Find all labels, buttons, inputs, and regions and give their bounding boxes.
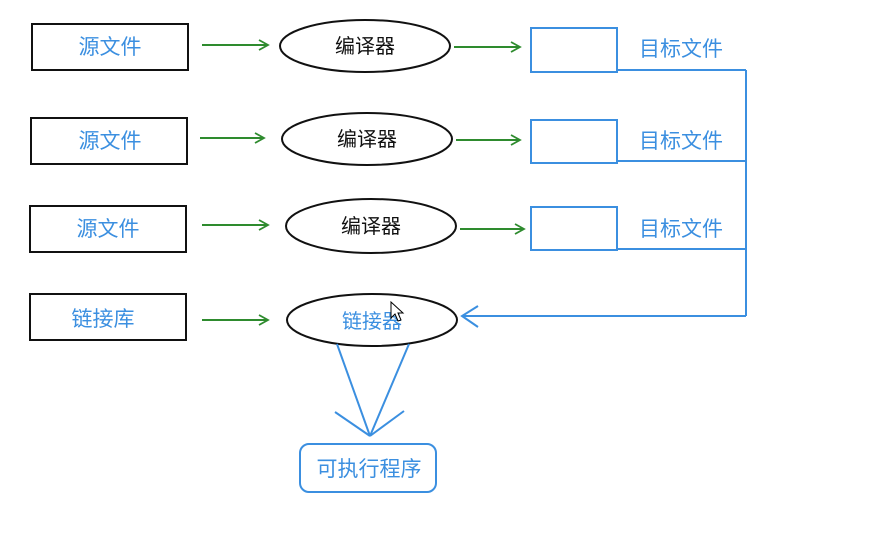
object-file-label-2: 目标文件 bbox=[639, 129, 723, 153]
object-file-label-3: 目标文件 bbox=[639, 217, 723, 241]
source-file-box-1 bbox=[31, 23, 189, 71]
linker-ellipse bbox=[286, 293, 458, 347]
compiler-ellipse-2 bbox=[281, 112, 453, 166]
source-file-label-3: 源文件 bbox=[77, 217, 140, 241]
linker-to-output-arrow bbox=[334, 343, 410, 437]
source-file-label-1: 源文件 bbox=[79, 35, 142, 59]
mouse-cursor-icon bbox=[390, 300, 405, 322]
object-file-box-3 bbox=[530, 206, 618, 251]
collector-arrowhead bbox=[460, 305, 479, 328]
compiler-label-2: 编译器 bbox=[337, 127, 397, 151]
library-row: 链接库 链接器 bbox=[29, 293, 458, 347]
library-box bbox=[29, 293, 187, 341]
compiler-ellipse-1 bbox=[279, 19, 451, 73]
executable-label: 可执行程序 bbox=[317, 457, 422, 481]
compiler-label-1: 编译器 bbox=[335, 34, 395, 58]
object-file-box-2 bbox=[530, 119, 618, 164]
row-1: 源文件 编译器 目标文件 bbox=[31, 19, 746, 73]
source-file-label-2: 源文件 bbox=[79, 129, 142, 153]
executable-box bbox=[299, 443, 437, 493]
row-3: 源文件 编译器 目标文件 bbox=[29, 198, 746, 254]
compiler-ellipse-3 bbox=[285, 198, 457, 254]
object-file-label-1: 目标文件 bbox=[639, 37, 723, 61]
compiler-label-3: 编译器 bbox=[341, 214, 401, 238]
source-file-box-3 bbox=[29, 205, 187, 253]
library-label: 链接库 bbox=[72, 307, 135, 331]
object-file-box-1 bbox=[530, 27, 618, 73]
row-2: 源文件 编译器 目标文件 bbox=[30, 112, 746, 166]
source-file-box-2 bbox=[30, 117, 188, 165]
